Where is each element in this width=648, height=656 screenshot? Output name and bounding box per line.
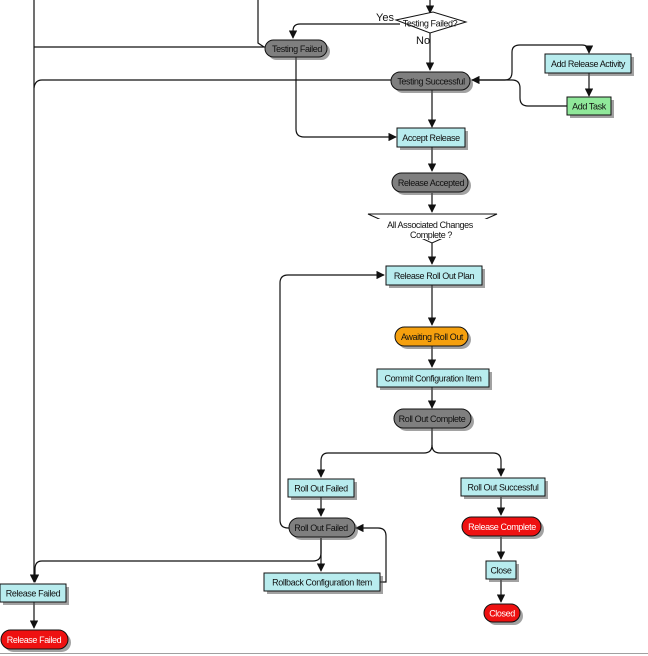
activity-rollback-configuration-item-label: Rollback Configuration Item [272,578,372,588]
state-release-failed-label: Release Failed [7,635,62,645]
activity-add-task[interactable]: Add Task [566,96,614,118]
state-roll-out-complete[interactable]: Roll Out Complete [393,408,474,431]
state-awaiting-roll-out-label: Awaiting Roll Out [401,332,464,342]
activity-commit-configuration-item-label: Commit Configuration Item [384,374,481,384]
state-testing-failed[interactable]: Testing Failed [264,39,330,60]
activity-release-failed-label: Release Failed [6,589,61,599]
edge-label-yes: Yes [376,12,394,24]
edge-label-no: No [416,35,430,47]
activity-roll-out-failed[interactable]: Roll Out Failed [287,478,357,500]
activity-rollback-configuration-item[interactable]: Rollback Configuration Item [263,572,383,594]
state-testing-successful-label: Testing Successful [397,77,465,87]
activity-release-failed[interactable]: Release Failed [0,583,69,605]
edge-rollback-back [355,523,387,583]
activity-roll-out-failed-label: Roll Out Failed [294,484,348,494]
canvas-bottom-border [0,653,648,654]
edge-complete-to-successful [431,444,506,477]
activity-close[interactable]: Close [485,560,519,582]
state-release-accepted-label: Release Accepted [398,178,465,188]
edges [29,0,594,629]
activity-close-label: Close [490,566,511,576]
activity-roll-out-successful-label: Roll Out Successful [468,483,539,493]
edge-yes [288,23,400,39]
activities: Add Release Activity Add Task Accept Rel… [0,53,634,605]
activity-commit-configuration-item[interactable]: Commit Configuration Item [376,368,492,390]
state-closed[interactable]: Closed [483,603,523,625]
decision-all-changes-line1: All Associated Changes [387,220,474,230]
edge-add-task-back [471,75,567,107]
state-roll-out-failed[interactable]: Roll Out Failed [288,517,358,540]
edge-state-to-plan [279,270,385,529]
activity-release-roll-out-plan[interactable]: Release Roll Out Plan [385,265,485,288]
edge-to-add-release-activity [472,44,594,81]
state-roll-out-complete-label: Roll Out Complete [399,414,466,424]
decision-testing-failed[interactable]: Testing Failed? [394,11,468,34]
edge-top-left [257,0,265,48]
edge-testing-successful-left [33,79,392,89]
state-testing-successful[interactable]: Testing Successful [390,71,473,93]
activity-add-release-activity[interactable]: Add Release Activity [544,53,634,76]
edge-complete-to-failed [316,428,433,478]
state-release-complete-label: Release Complete [468,522,536,532]
state-roll-out-failed-label: Roll Out Failed [294,523,348,533]
edge-failed-to-accept [295,56,397,142]
decision-all-changes-complete[interactable]: All Associated Changes Complete ? [367,213,498,244]
state-release-accepted[interactable]: Release Accepted [391,172,471,195]
activity-roll-out-successful[interactable]: Roll Out Successful [460,477,548,499]
activity-add-task-label: Add Task [572,102,607,112]
state-release-failed[interactable]: Release Failed [0,629,71,652]
edge-state-to-release-failed [30,538,322,583]
decision-all-changes-line2: Complete ? [410,230,452,240]
state-release-complete[interactable]: Release Complete [461,516,544,539]
activity-release-roll-out-plan-label: Release Roll Out Plan [394,271,475,281]
activity-add-release-activity-label: Add Release Activity [551,59,626,69]
states: Testing Failed Testing Successful Releas… [0,39,544,652]
state-testing-failed-label: Testing Failed [272,44,322,54]
activity-accept-release[interactable]: Accept Release [396,127,468,150]
activity-accept-release-label: Accept Release [402,133,460,143]
state-closed-label: Closed [489,609,515,619]
decision-testing-failed-label: Testing Failed? [403,19,458,29]
state-awaiting-roll-out[interactable]: Awaiting Roll Out [394,326,471,349]
